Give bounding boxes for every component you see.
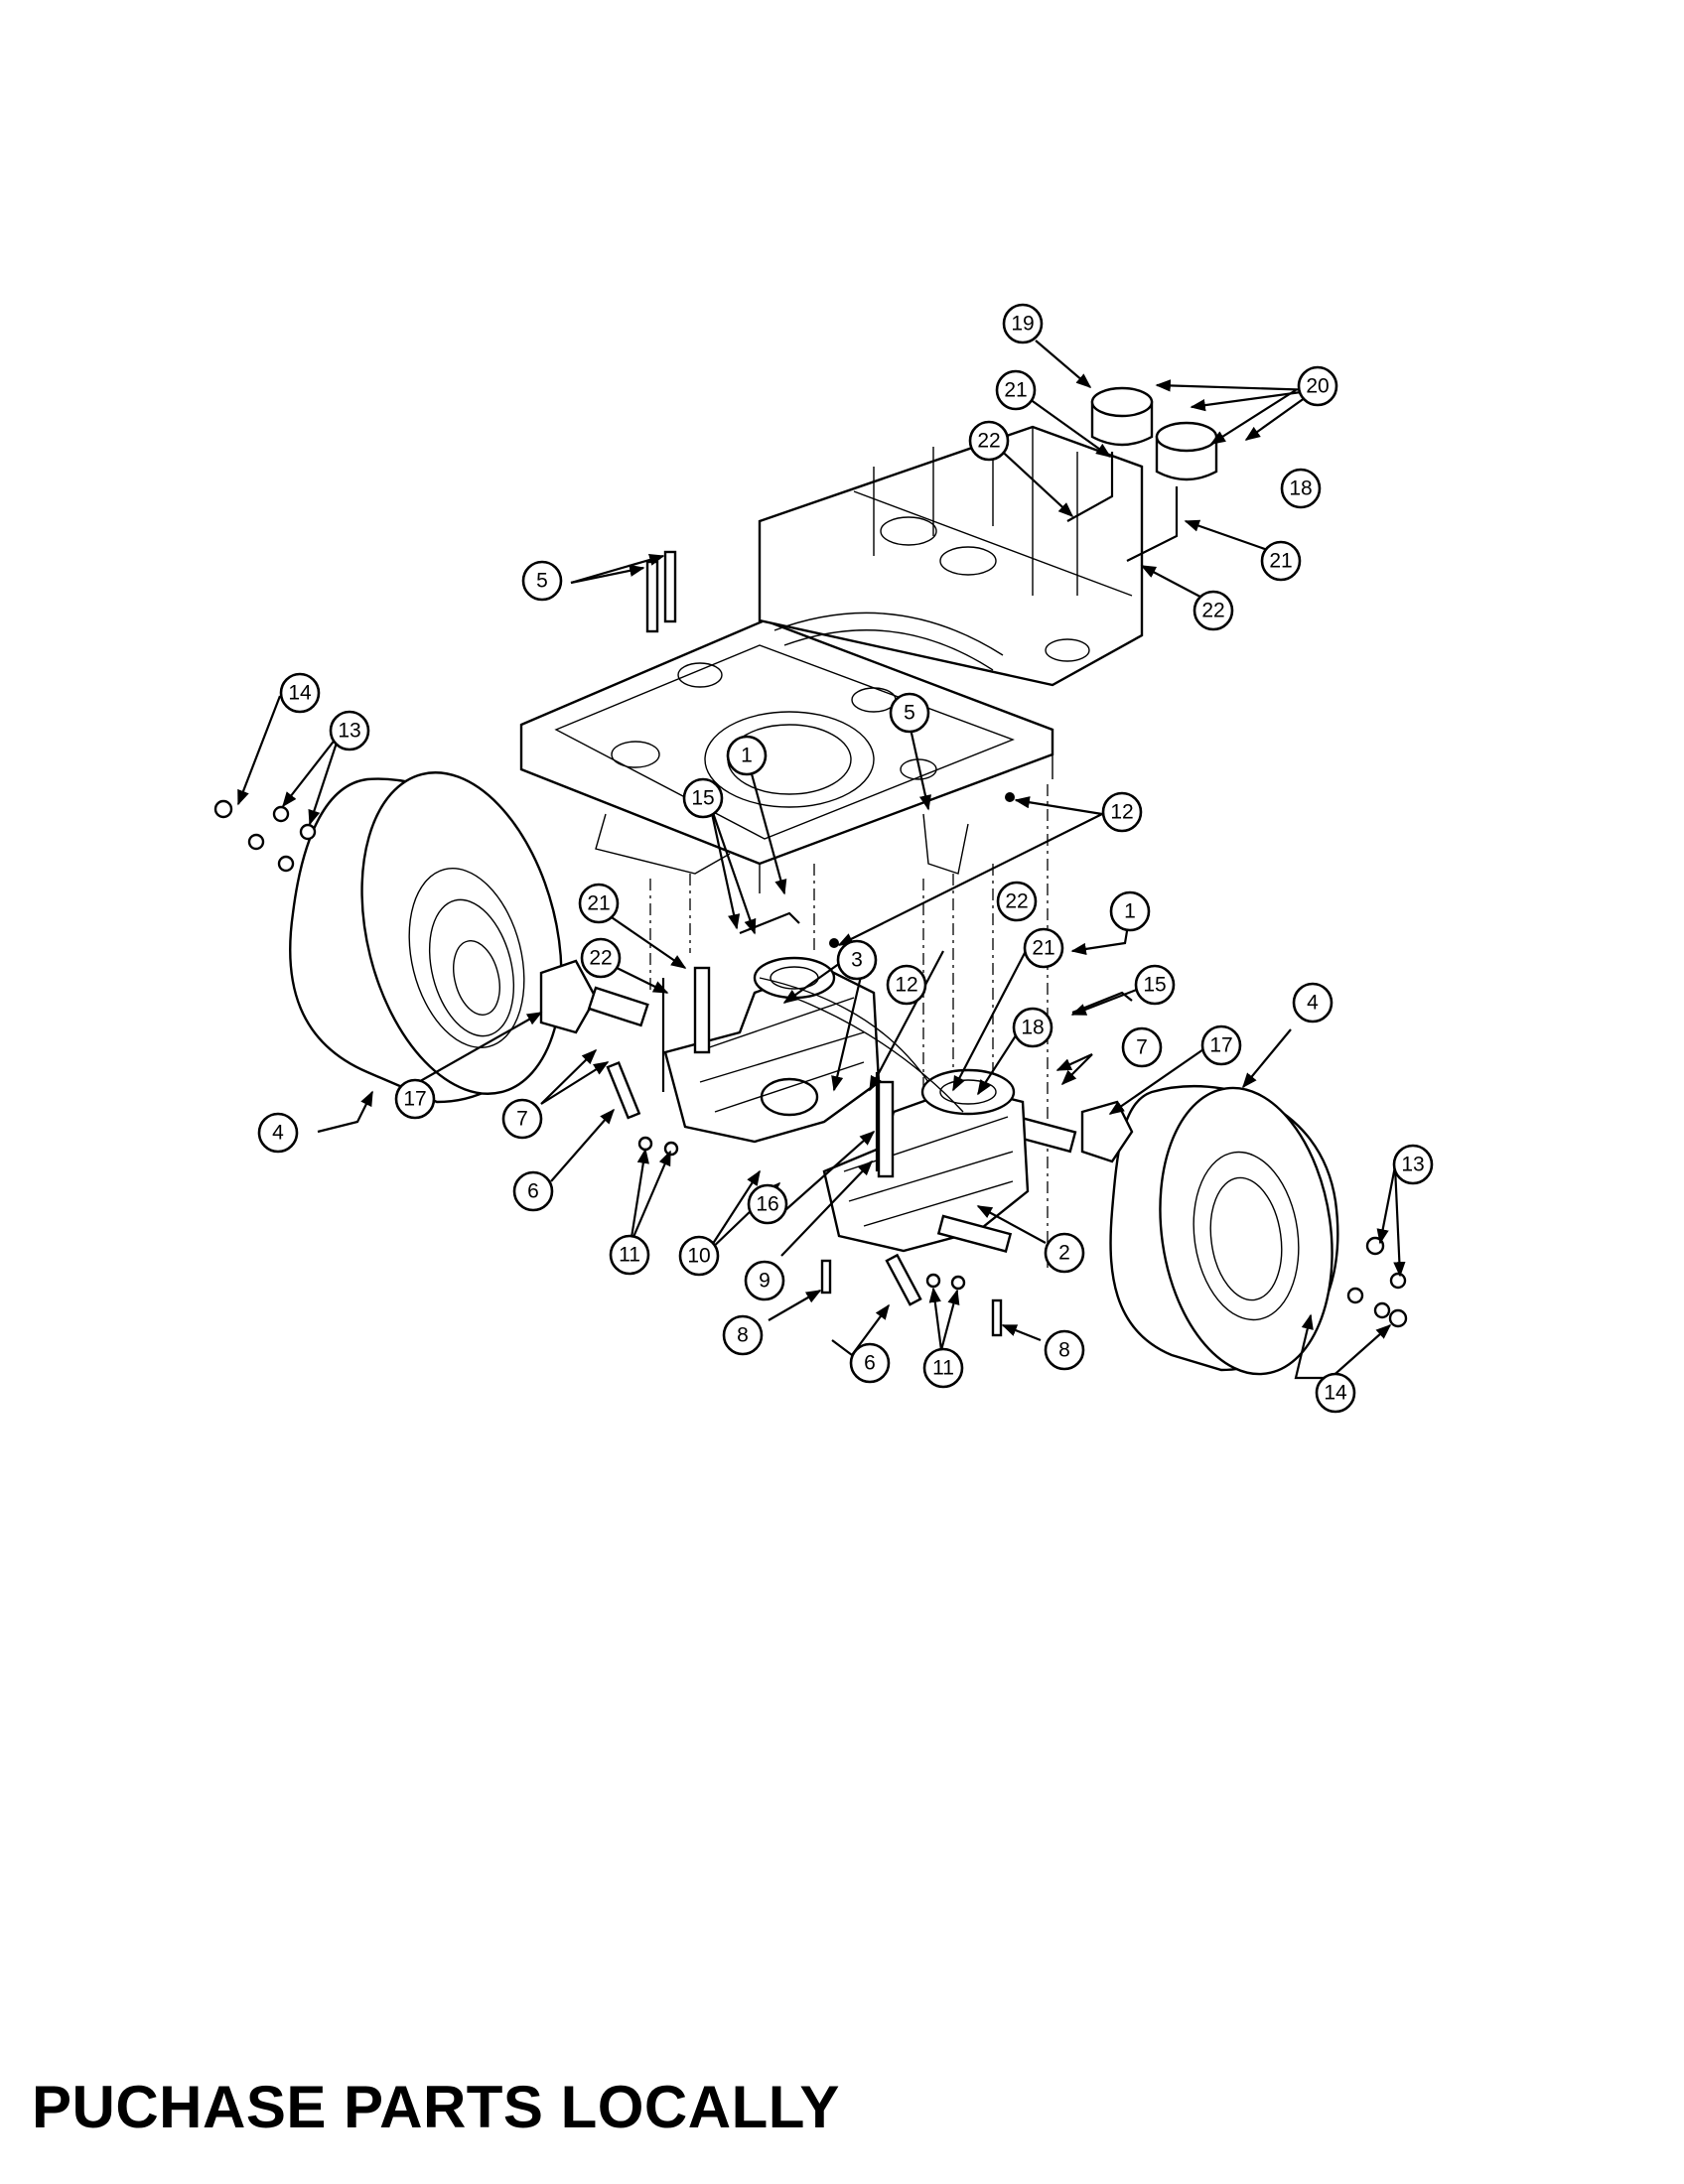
svg-text:22: 22 <box>1005 890 1028 913</box>
left-wheel-hub <box>539 959 649 1034</box>
right-rear-wheel <box>1109 1084 1339 1376</box>
callout-1-b: 1 <box>1109 890 1151 932</box>
callout-14-left: 14 <box>279 672 321 714</box>
svg-text:9: 9 <box>759 1270 771 1293</box>
callout-13-left: 13 <box>329 710 370 751</box>
callout-16: 16 <box>747 1183 788 1225</box>
svg-text:5: 5 <box>904 702 915 725</box>
svg-text:13: 13 <box>1401 1154 1424 1176</box>
svg-text:8: 8 <box>737 1324 749 1347</box>
callout-10: 10 <box>678 1235 720 1277</box>
callout-8-b: 8 <box>1044 1329 1085 1371</box>
callout-21-a: 21 <box>995 369 1037 411</box>
svg-text:6: 6 <box>864 1352 876 1375</box>
svg-text:19: 19 <box>1011 313 1034 336</box>
callout-22-a: 22 <box>968 420 1010 462</box>
svg-text:17: 17 <box>403 1088 426 1111</box>
svg-text:18: 18 <box>1021 1017 1044 1039</box>
callout-15-b: 15 <box>1134 964 1176 1006</box>
callout-12-a: 12 <box>1101 791 1143 833</box>
callout-14-right: 14 <box>1315 1372 1356 1414</box>
left-rear-wheel <box>289 771 563 1104</box>
footer-note: PUCHASE PARTS LOCALLY <box>32 2074 840 2140</box>
callout-21-b: 21 <box>1260 540 1302 582</box>
callout-8-a: 8 <box>722 1314 764 1356</box>
svg-text:10: 10 <box>687 1245 710 1268</box>
svg-text:22: 22 <box>1201 600 1224 622</box>
callout-19-top: 19 <box>1002 303 1044 344</box>
svg-text:22: 22 <box>589 947 612 970</box>
callout-20: 20 <box>1297 365 1338 407</box>
svg-text:11: 11 <box>619 1244 640 1267</box>
callout-11-b: 11 <box>922 1347 964 1389</box>
callout-17-left: 17 <box>394 1078 436 1120</box>
svg-text:21: 21 <box>1004 379 1027 402</box>
svg-text:16: 16 <box>756 1193 778 1216</box>
right-wheel-hub <box>1011 1100 1134 1163</box>
callout-22-c: 22 <box>996 881 1038 922</box>
svg-text:1: 1 <box>1124 900 1136 923</box>
drive-belt <box>759 977 964 1113</box>
svg-text:1: 1 <box>741 745 753 767</box>
svg-text:11: 11 <box>932 1357 954 1380</box>
svg-text:4: 4 <box>272 1122 284 1145</box>
svg-text:6: 6 <box>527 1180 539 1203</box>
svg-text:13: 13 <box>338 720 360 743</box>
callout-7-right: 7 <box>1121 1026 1163 1068</box>
callout-4-right: 4 <box>1292 982 1333 1024</box>
callout-21-c: 21 <box>578 883 620 924</box>
callout-21-d: 21 <box>1023 927 1064 969</box>
svg-text:15: 15 <box>691 787 714 810</box>
svg-text:15: 15 <box>1143 974 1166 997</box>
svg-text:8: 8 <box>1058 1339 1070 1362</box>
callout-22-b: 22 <box>1193 590 1234 631</box>
svg-text:7: 7 <box>516 1108 528 1131</box>
callout-2: 2 <box>1044 1232 1085 1274</box>
callout-6-b: 6 <box>849 1342 891 1384</box>
callout-7-left: 7 <box>501 1098 543 1140</box>
svg-text:12: 12 <box>1110 801 1133 824</box>
callout-9: 9 <box>744 1260 785 1301</box>
svg-text:21: 21 <box>587 892 610 915</box>
svg-text:21: 21 <box>1269 550 1292 573</box>
callout-3: 3 <box>836 939 878 981</box>
svg-text:17: 17 <box>1209 1034 1232 1057</box>
callout-12-b: 12 <box>886 964 927 1006</box>
svg-text:2: 2 <box>1058 1242 1070 1265</box>
oil-reservoirs <box>661 386 1218 1171</box>
svg-text:21: 21 <box>1032 937 1054 960</box>
left-transaxle <box>663 956 881 1144</box>
callout-13-right: 13 <box>1392 1144 1434 1185</box>
svg-text:22: 22 <box>977 430 1000 453</box>
svg-text:14: 14 <box>1324 1382 1347 1405</box>
callout-1-a: 1 <box>726 735 768 776</box>
svg-text:14: 14 <box>288 682 312 705</box>
callout-19-bottom: 18 <box>1280 468 1322 509</box>
svg-text:18: 18 <box>1289 478 1312 500</box>
callout-18: 18 <box>1012 1007 1053 1048</box>
callout-17-right: 17 <box>1200 1024 1242 1066</box>
callout-5-b: 5 <box>889 692 930 734</box>
callout-22-d: 22 <box>580 937 622 979</box>
svg-text:7: 7 <box>1136 1036 1148 1059</box>
svg-text:5: 5 <box>536 570 548 593</box>
callout-6-a: 6 <box>512 1170 554 1212</box>
callout-4-left: 4 <box>257 1112 299 1154</box>
svg-text:12: 12 <box>895 974 917 997</box>
callout-5-a: 5 <box>521 560 563 602</box>
svg-text:4: 4 <box>1307 992 1319 1015</box>
callout-15-a: 15 <box>682 777 724 819</box>
callout-11-a: 11 <box>609 1234 650 1276</box>
svg-text:20: 20 <box>1306 375 1329 398</box>
svg-text:3: 3 <box>851 949 863 972</box>
callout-bubbles: 19 20 21 22 18 21 22 5 14 13 5 1 15 12 2… <box>257 303 1434 1414</box>
